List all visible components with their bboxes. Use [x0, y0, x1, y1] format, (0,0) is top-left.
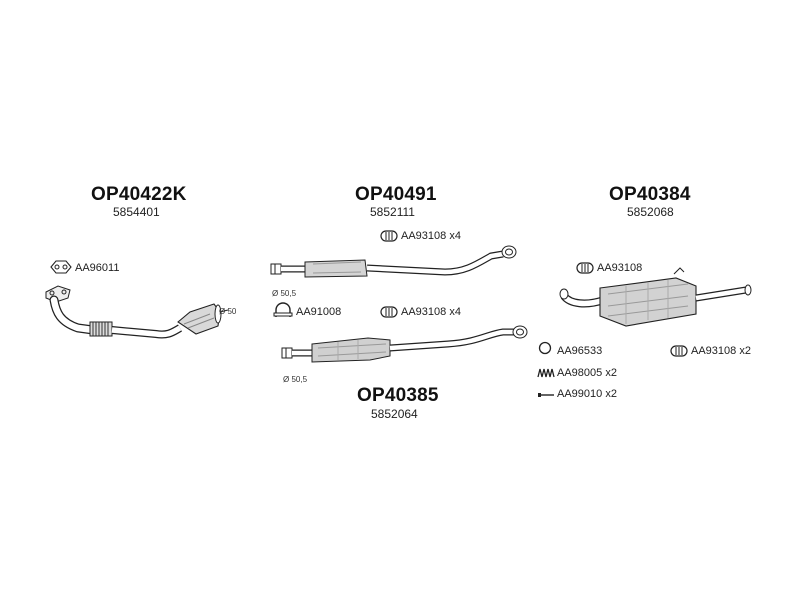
clamp-ring-icon: [380, 230, 398, 242]
part-number-op40384: OP40384: [609, 184, 691, 205]
part-number-op40422k: OP40422K: [91, 184, 187, 205]
oem-number-5852064: 5852064: [371, 407, 418, 421]
diameter-label-50: Ø 50: [219, 307, 237, 316]
accessory-label-aa93108-x2: AA93108 x2: [691, 345, 751, 357]
clamp-ring-icon: [576, 262, 594, 274]
oem-number-5852111: 5852111: [370, 205, 415, 219]
rear-silencer-drawing: [559, 267, 752, 327]
part-number-op40491: OP40491: [355, 184, 437, 205]
accessory-label-aa93108: AA93108: [597, 262, 643, 274]
diameter-label-50-5-bottom: Ø 50,5: [283, 375, 308, 384]
diameter-label-50-5-top: Ø 50,5: [272, 289, 297, 298]
clamp-ring-icon: [380, 306, 398, 318]
accessory-label-aa93108-x4-top: AA93108 x4: [401, 230, 461, 242]
gasket-icon: [50, 260, 72, 274]
clamp-ring-icon: [670, 345, 688, 357]
accessory-label-aa96533: AA96533: [557, 345, 603, 357]
spring-icon: [537, 368, 555, 378]
part-number-op40385: OP40385: [357, 385, 439, 406]
u-clamp-icon: [273, 302, 293, 317]
rubber-ring-icon: [538, 341, 552, 355]
front-pipe-catalytic-converter-drawing: [45, 285, 229, 339]
oem-number-5852068: 5852068: [627, 205, 674, 219]
accessory-label-aa99010-x2: AA99010 x2: [557, 388, 617, 400]
middle-silencer-drawing: [270, 245, 517, 278]
accessory-label-aa91008: AA91008: [296, 306, 342, 318]
center-silencer-drawing: [281, 325, 528, 363]
bolt-icon: [538, 393, 554, 397]
oem-number-5854401: 5854401: [113, 205, 160, 219]
accessory-label-aa96011: AA96011: [75, 262, 120, 274]
accessory-label-aa93108-x4-bottom: AA93108 x4: [401, 306, 461, 318]
accessory-label-aa98005-x2: AA98005 x2: [557, 367, 617, 379]
